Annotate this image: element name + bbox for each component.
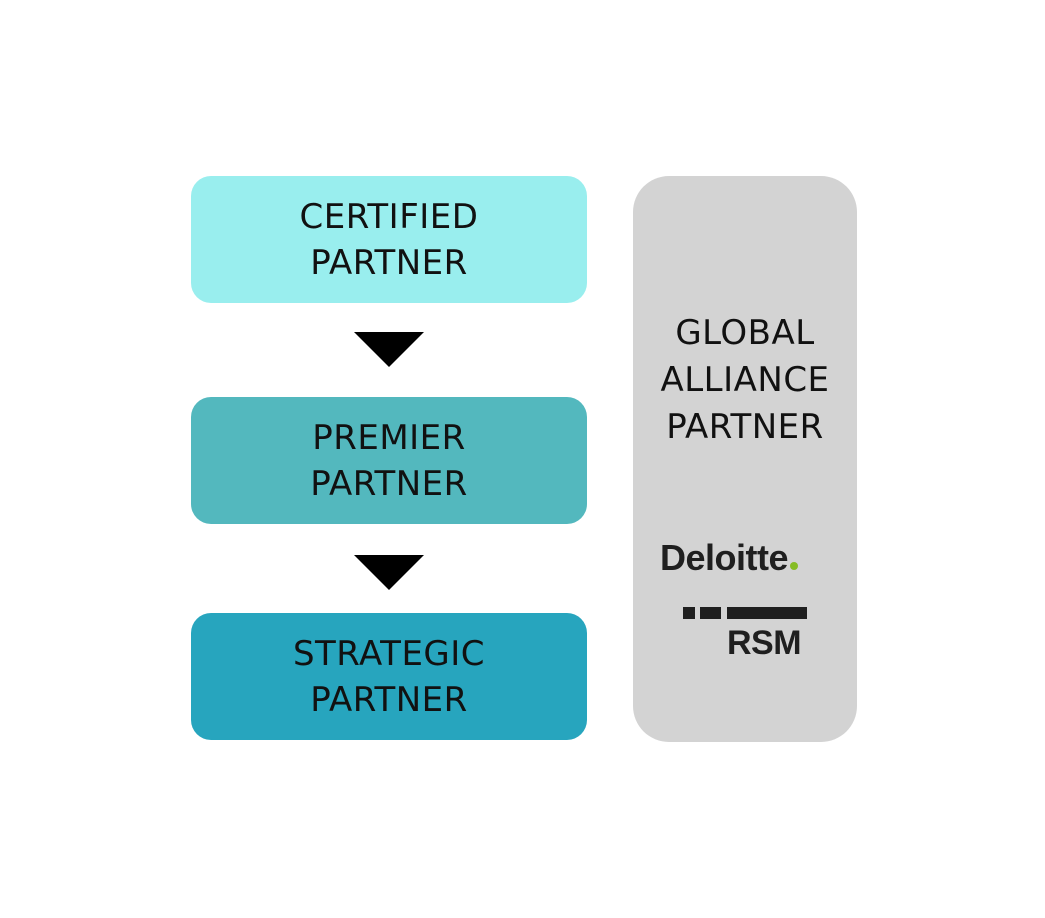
tier-label-line2: PARTNER	[310, 463, 468, 504]
tier-label-line2: PARTNER	[310, 242, 468, 283]
deloitte-green-dot-icon	[790, 562, 799, 570]
deloitte-wordmark: Deloitte	[660, 537, 789, 578]
rsm-logo: RSM	[683, 607, 807, 663]
tier-strategic-partner: STRATEGIC PARTNER	[191, 613, 587, 740]
down-arrow-icon	[354, 332, 424, 367]
global-alliance-panel: GLOBAL ALLIANCE PARTNER Deloitte RSM	[633, 176, 857, 742]
tier-premier-partner: PREMIER PARTNER	[191, 397, 587, 524]
rsm-logo-bar	[700, 607, 721, 619]
deloitte-logo: Deloitte	[660, 537, 799, 578]
tier-label-line1: CERTIFIED	[299, 196, 479, 237]
rsm-wordmark: RSM	[727, 624, 802, 662]
tier-label-line1: PREMIER	[312, 417, 466, 458]
global-alliance-line: GLOBAL	[675, 313, 815, 353]
global-alliance-title: GLOBAL ALLIANCE PARTNER	[633, 310, 857, 451]
tier-label-line1: STRATEGIC	[292, 633, 486, 674]
global-alliance-line: PARTNER	[666, 407, 824, 447]
rsm-logo-bar	[727, 607, 807, 619]
down-arrow-icon	[354, 555, 424, 590]
rsm-logo-bar	[683, 607, 695, 619]
tier-certified-partner: CERTIFIED PARTNER	[191, 176, 587, 303]
tier-label-line2: PARTNER	[310, 679, 468, 720]
global-alliance-line: ALLIANCE	[660, 360, 830, 400]
